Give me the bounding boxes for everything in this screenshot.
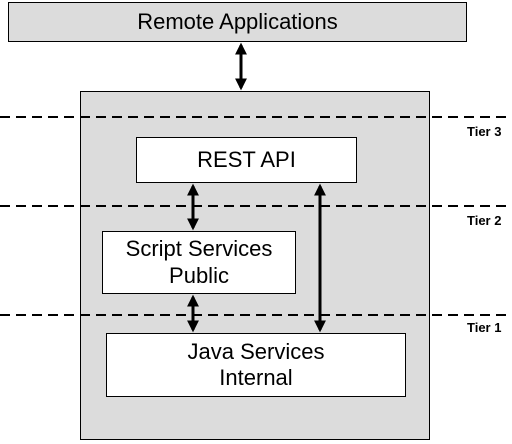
script-services-box: Script Services Public: [102, 231, 296, 294]
tier1-label: Tier 1: [467, 320, 502, 335]
remote-applications-box: Remote Applications: [8, 2, 467, 42]
script-services-sublabel: Public: [169, 262, 229, 288]
java-services-sublabel: Internal: [219, 365, 293, 390]
script-services-label: Script Services: [125, 236, 273, 262]
rest-api-box: REST API: [136, 137, 357, 183]
tier3-label: Tier 3: [467, 124, 502, 139]
rest-api-label: REST API: [197, 147, 296, 172]
java-services-label: Java Services: [187, 338, 325, 364]
remote-applications-label: Remote Applications: [137, 9, 338, 34]
java-services-box: Java Services Internal: [106, 333, 406, 397]
tier2-label: Tier 2: [467, 213, 502, 228]
